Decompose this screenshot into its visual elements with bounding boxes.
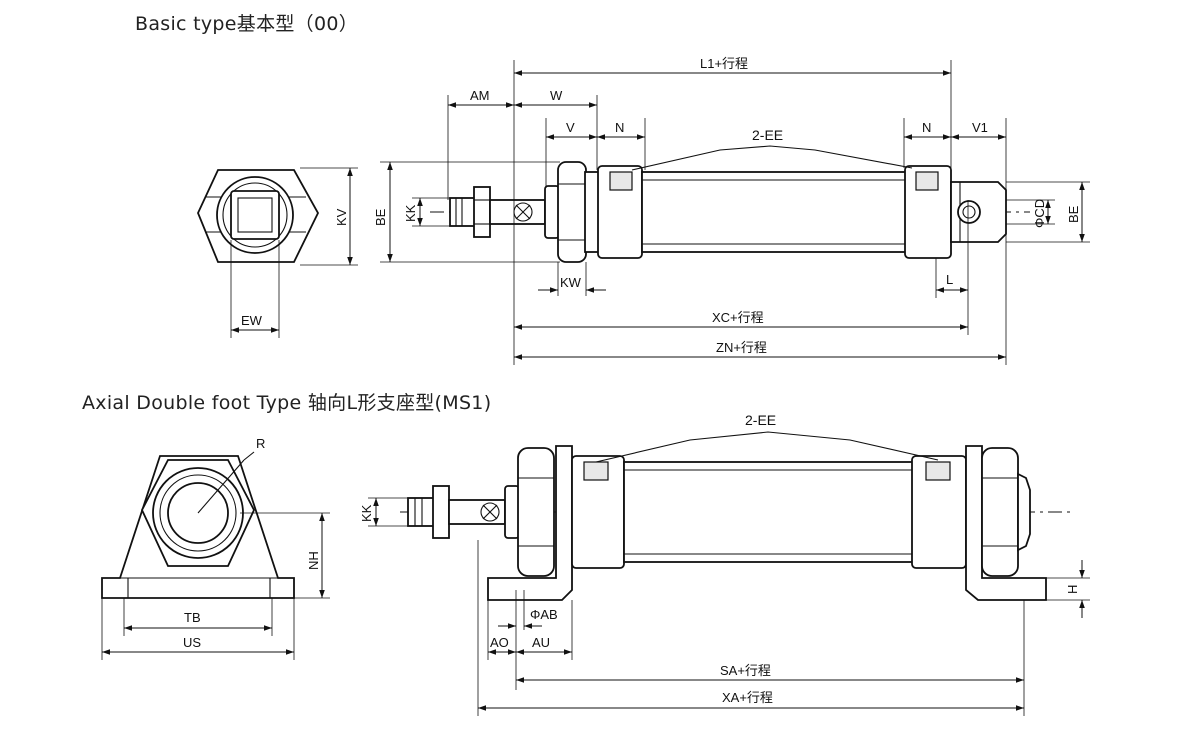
basic-kk-label: KK [403,204,418,222]
basic-kw-label: KW [560,275,582,290]
axial-end-view [101,451,330,660]
basic-n1-label: N [615,120,624,135]
basic-be2-label: BE [1066,205,1081,223]
basic-ee-label: 2-EE [752,127,783,143]
axial-ee-label: 2-EE [745,412,776,428]
basic-xc-label: XC+行程 [712,310,764,325]
basic-zn-label: ZN+行程 [716,340,767,355]
axial-r-label: R [256,436,265,451]
basic-l-label: L [946,272,953,287]
basic-w-label: W [550,88,563,103]
basic-am-label: AM [470,88,490,103]
axial-sa-label: SA+行程 [720,663,771,678]
basic-type-title: Basic type基本型（00） [135,13,359,35]
basic-v1-label: V1 [972,120,988,135]
axial-au-label: AU [532,635,550,650]
axial-foot-type-title: Axial Double foot Type 轴向L形支座型(MS1) [82,392,492,414]
axial-side-view [368,431,1090,716]
basic-cd-label: ΦCD [1032,199,1047,228]
basic-end-view [197,167,358,338]
basic-l1-label: L1+行程 [700,56,748,71]
axial-ab-label: ΦAB [530,607,558,622]
axial-tb-label: TB [184,610,201,625]
axial-kk-label: KK [359,504,374,522]
basic-v-label: V [566,120,575,135]
basic-kv-label: KV [334,208,349,226]
basic-side-view [380,60,1090,365]
basic-n2-label: N [922,120,931,135]
axial-us-label: US [183,635,201,650]
axial-nh-label: NH [306,551,321,570]
axial-h-label: H [1065,585,1080,594]
basic-be-label: BE [373,208,388,226]
axial-ao-label: AO [490,635,509,650]
basic-ew-label: EW [241,313,263,328]
axial-xa-label: XA+行程 [722,690,773,705]
